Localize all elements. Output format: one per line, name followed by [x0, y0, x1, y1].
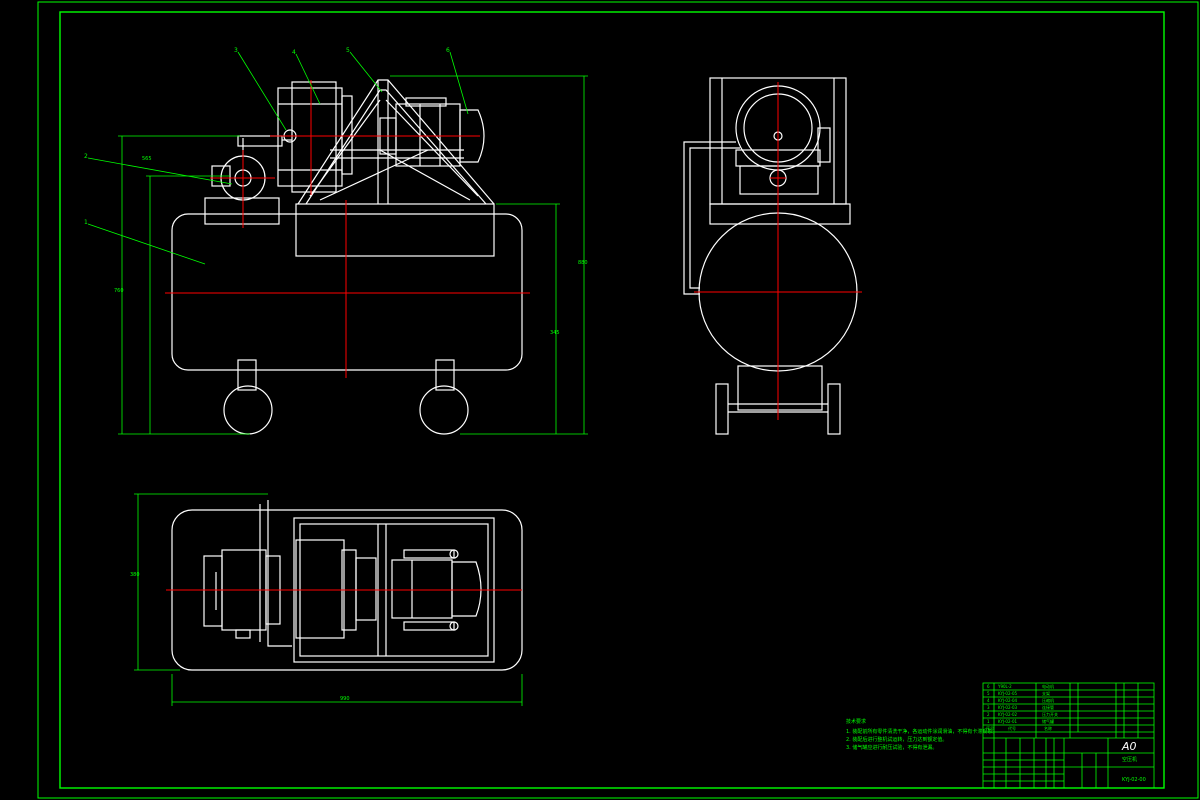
drawing-name: 空压机	[1122, 756, 1137, 763]
dim-text: 880	[578, 260, 588, 266]
side-view	[683, 77, 858, 435]
front-pressure-switch	[204, 135, 292, 225]
front-view	[171, 79, 523, 435]
header-name: 名称	[1044, 725, 1052, 731]
parts-no: 1	[987, 719, 990, 724]
parts-name: 电动机	[1042, 683, 1054, 689]
part-balloon-numbers: 1 2 3 4 5 6	[84, 47, 450, 226]
balloon-3: 3	[234, 47, 238, 54]
parts-no: 2	[987, 712, 990, 717]
notes-line: 2. 装配后进行整机试运转，压力达到额定值。	[846, 736, 947, 743]
parts-name: 压缩机	[1042, 697, 1054, 703]
parts-code: KYJ-02-05	[998, 691, 1017, 696]
parts-no: 3	[987, 705, 990, 710]
balloon-6: 6	[446, 47, 450, 54]
parts-no: 6	[987, 684, 990, 689]
dim-text: 345	[550, 330, 560, 336]
front-dimension-texts: 565 760 880 345	[114, 156, 588, 336]
notes-line: 1. 装配前所有零件清洗干净，各运动件涂润滑油，不得有卡滞现象。	[846, 728, 997, 735]
notes-line: 3. 储气罐应进行耐压试验，不得有泄漏。	[846, 744, 937, 751]
front-wheels	[223, 359, 469, 435]
notes-title: 技术要求	[846, 718, 866, 725]
parts-code: KYJ-02-03	[998, 705, 1017, 710]
dim-text: 990	[340, 696, 350, 702]
parts-code: Y90L-2	[997, 684, 1012, 689]
balloon-5: 5	[346, 47, 350, 54]
title-block	[982, 682, 1155, 789]
parts-code: KYJ-02-01	[998, 719, 1017, 724]
front-tank	[171, 213, 523, 371]
parts-code: KYJ-02-04	[998, 698, 1017, 703]
drawing-frame	[37, 1, 1199, 799]
technical-notes: 技术要求 1. 装配前所有零件清洗干净，各运动件涂润滑油，不得有卡滞现象。 2.…	[846, 718, 997, 751]
balloon-4: 4	[292, 49, 296, 56]
sheet-size-label: A0	[1121, 740, 1137, 753]
front-dimensions	[118, 75, 588, 435]
parts-name: 支架	[1042, 690, 1050, 696]
dim-text: 760	[114, 288, 124, 294]
parts-no: 4	[987, 698, 990, 703]
drawing-number: KYJ-02-00	[1122, 777, 1146, 783]
dim-text: 380	[130, 572, 140, 578]
balloon-1: 1	[84, 219, 88, 226]
side-centerlines	[694, 82, 862, 420]
part-leaders	[87, 51, 469, 265]
header-code: 代号	[1008, 725, 1016, 731]
balloon-2: 2	[84, 153, 88, 160]
top-dimension-texts: 990 380	[130, 572, 350, 702]
top-view	[171, 500, 523, 671]
front-centerlines	[165, 80, 530, 378]
parts-no: 5	[987, 691, 990, 696]
parts-name: 连接管	[1042, 704, 1054, 710]
top-dimensions	[134, 493, 523, 706]
parts-name: 储气罐	[1042, 718, 1054, 724]
front-frame-base	[295, 203, 495, 257]
parts-name: 压力开关	[1042, 711, 1058, 717]
dim-text: 565	[142, 156, 152, 162]
header-no: 序号	[986, 725, 994, 731]
parts-code: KYJ-02-02	[998, 712, 1017, 717]
title-block-texts: 6 Y90L-2 电动机 5 KYJ-02-05 支架 4 KYJ-02-04 …	[986, 683, 1146, 783]
